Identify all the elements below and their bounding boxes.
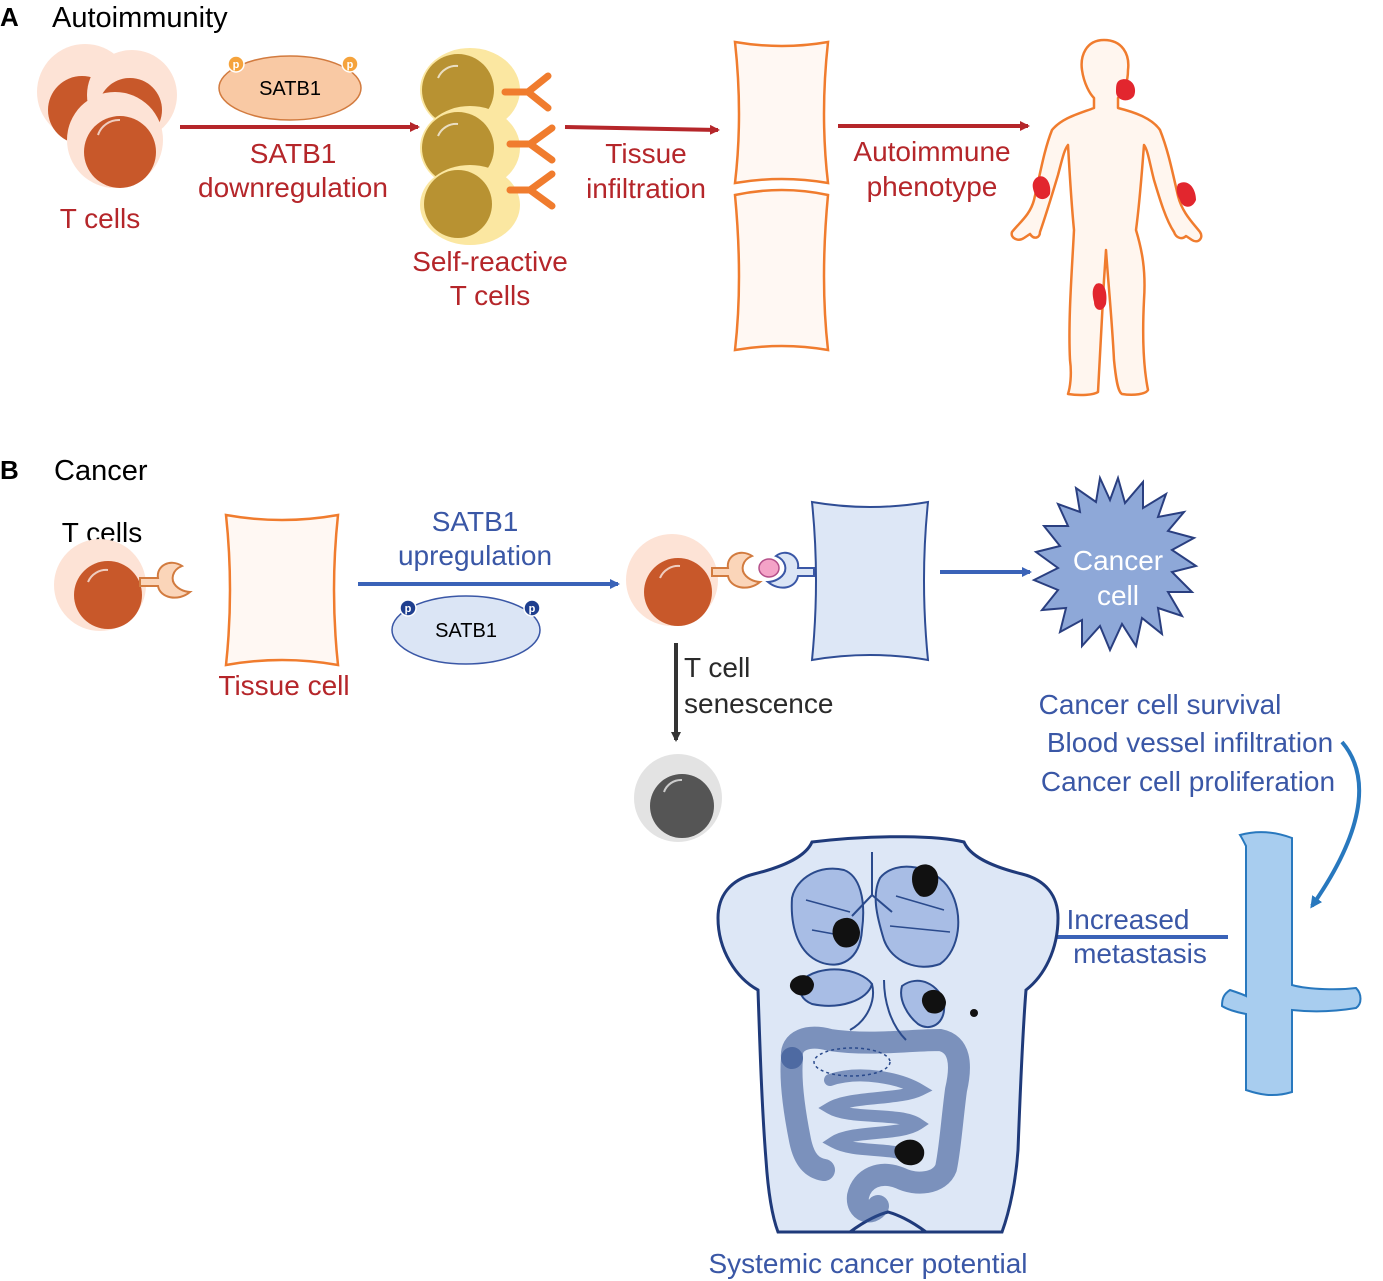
arrow1-label-line2: downregulation — [198, 172, 388, 203]
tcr-receptor-icon — [501, 72, 556, 210]
cancer-cell — [1031, 474, 1199, 653]
phospho-icon — [523, 599, 541, 617]
tissue-cell-label: Tissue cell — [218, 670, 349, 701]
phospho-label: p — [405, 603, 412, 615]
arrow2-label-line1: Tissue — [605, 138, 686, 169]
t-cell-b — [54, 539, 146, 631]
t-cell-receptor-icon — [139, 561, 193, 599]
metastasis-label-line1: Increased — [1067, 904, 1190, 935]
blood-vessel-icon — [1220, 831, 1362, 1097]
t-cell-interacting — [626, 534, 718, 626]
panel-b: B Cancer T cells Tissue cell SATB1 upreg… — [0, 455, 1362, 1279]
arrow-tissue-infiltration — [564, 124, 720, 135]
self-reactive-t-cells — [420, 48, 520, 245]
arrow3-label-line1: Autoimmune — [853, 136, 1010, 167]
phospho-icon — [341, 55, 359, 73]
tissue-cells-a — [733, 40, 830, 352]
outcome-survival: Cancer cell survival — [1039, 689, 1282, 720]
senescent-t-cell — [634, 754, 722, 842]
outcome-infiltration: Blood vessel infiltration — [1047, 727, 1333, 758]
satb1-protein-b: SATB1 p p — [391, 595, 541, 665]
arrow1-label-line1: SATB1 — [250, 138, 337, 169]
senescence-label-line2: senescence — [684, 688, 833, 719]
arrow3-label-line2: phenotype — [867, 171, 998, 202]
outcome-proliferation: Cancer cell proliferation — [1041, 766, 1335, 797]
tissue-cell — [224, 513, 340, 667]
metastasis-label-line2: metastasis — [1073, 938, 1207, 969]
phospho-label: p — [233, 59, 240, 71]
receptor-ligand-complex-icon — [711, 551, 815, 589]
upregulation-label-line1: SATB1 — [432, 506, 519, 537]
autoimmune-lesions — [1032, 79, 1196, 310]
phospho-icon — [227, 55, 245, 73]
self-reactive-label-line1: Self-reactive — [412, 246, 568, 277]
panel-a: A Autoimmunity T cells SATB1 p p SATB1 d… — [0, 2, 1203, 397]
tissue-cell-blue — [810, 500, 930, 662]
senescence-label-line1: T cell — [684, 652, 750, 683]
panel-b-title: Cancer — [54, 455, 148, 487]
satb1-protein-a: SATB1 p p — [218, 55, 362, 121]
satb1-label-b: SATB1 — [435, 620, 497, 642]
panel-a-title: Autoimmunity — [52, 2, 228, 34]
t-cell-cluster — [37, 44, 177, 188]
t-cells-label-a: T cells — [60, 203, 140, 234]
panel-a-letter: A — [0, 2, 19, 32]
arrow-to-blood-vessel — [1310, 740, 1362, 909]
torso-organs-icon — [716, 835, 1060, 1234]
human-body-icon — [1010, 38, 1203, 397]
systemic-cancer-label: Systemic cancer potential — [708, 1248, 1027, 1279]
cancer-cell-label-line1: Cancer — [1073, 545, 1163, 576]
phospho-label: p — [529, 603, 536, 615]
phospho-icon — [399, 599, 417, 617]
phospho-label: p — [347, 59, 354, 71]
cancer-cell-label-line2: cell — [1097, 580, 1139, 611]
satb1-label-a: SATB1 — [259, 78, 321, 100]
self-reactive-label-line2: T cells — [450, 280, 530, 311]
arrow2-label-line2: infiltration — [586, 173, 706, 204]
upregulation-label-line2: upregulation — [398, 540, 552, 571]
panel-b-letter: B — [0, 455, 19, 485]
